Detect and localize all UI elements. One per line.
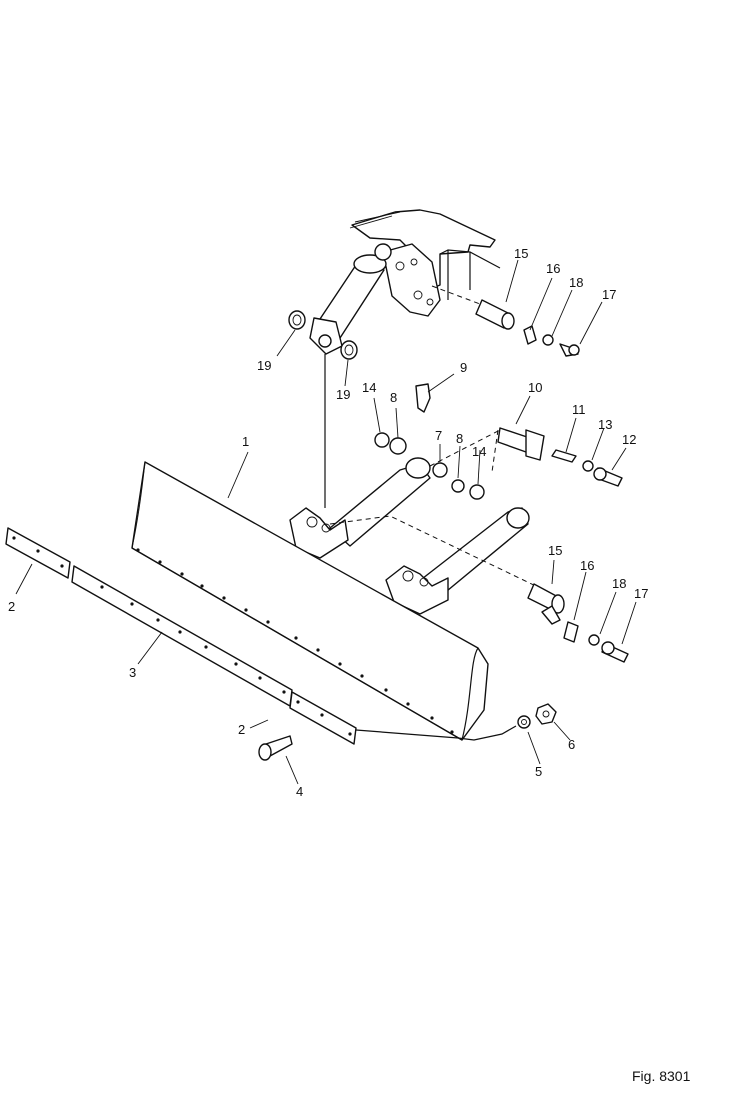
callout-8-upper: 8 [390, 390, 397, 405]
callout-14-lower: 14 [472, 444, 486, 459]
callout-3: 3 [129, 665, 136, 680]
edge-fasteners [258, 703, 557, 761]
callout-6: 6 [568, 737, 575, 752]
callout-2-left: 2 [8, 599, 15, 614]
callout-16-lower: 16 [580, 558, 594, 573]
callout-16-upper: 16 [546, 261, 560, 276]
center-pin-assembly [429, 427, 623, 487]
callout-2-right: 2 [238, 722, 245, 737]
callout-9: 9 [460, 360, 467, 375]
callout-17-lower: 17 [634, 586, 648, 601]
shims [288, 310, 358, 360]
push-arms [329, 457, 530, 601]
center-lines [324, 354, 499, 508]
callout-1: 1 [242, 434, 249, 449]
callout-8-lower: 8 [456, 431, 463, 446]
leader-lines [15, 259, 637, 785]
callout-10: 10 [528, 380, 542, 395]
blade-bolt-holes [136, 548, 454, 734]
callout-18-upper: 18 [569, 275, 583, 290]
callout-labels: 15 16 18 17 19 19 9 14 8 10 11 13 12 1 7… [8, 246, 648, 799]
callout-19-left: 19 [257, 358, 271, 373]
callout-19-right: 19 [336, 387, 350, 402]
callout-5: 5 [535, 764, 542, 779]
frame-bracket [349, 209, 501, 317]
callout-17-upper: 17 [602, 287, 616, 302]
center-hardware [374, 383, 485, 500]
callout-13: 13 [598, 417, 612, 432]
callout-18-lower: 18 [612, 576, 626, 591]
callout-15-lower: 15 [548, 543, 562, 558]
cutting-edge-pieces [5, 527, 357, 745]
upper-pin-assembly [431, 285, 580, 357]
figure-label: Fig. 8301 [632, 1068, 691, 1084]
lift-cylinder [309, 243, 392, 355]
dozer-blade [131, 461, 489, 741]
callout-7: 7 [435, 428, 442, 443]
blade-brackets [289, 507, 449, 615]
callout-11: 11 [572, 402, 586, 417]
callout-15-upper: 15 [514, 246, 528, 261]
lower-pin-assembly [329, 515, 629, 663]
callout-14-upper: 14 [362, 380, 376, 395]
callout-4: 4 [296, 784, 303, 799]
callout-12: 12 [622, 432, 636, 447]
